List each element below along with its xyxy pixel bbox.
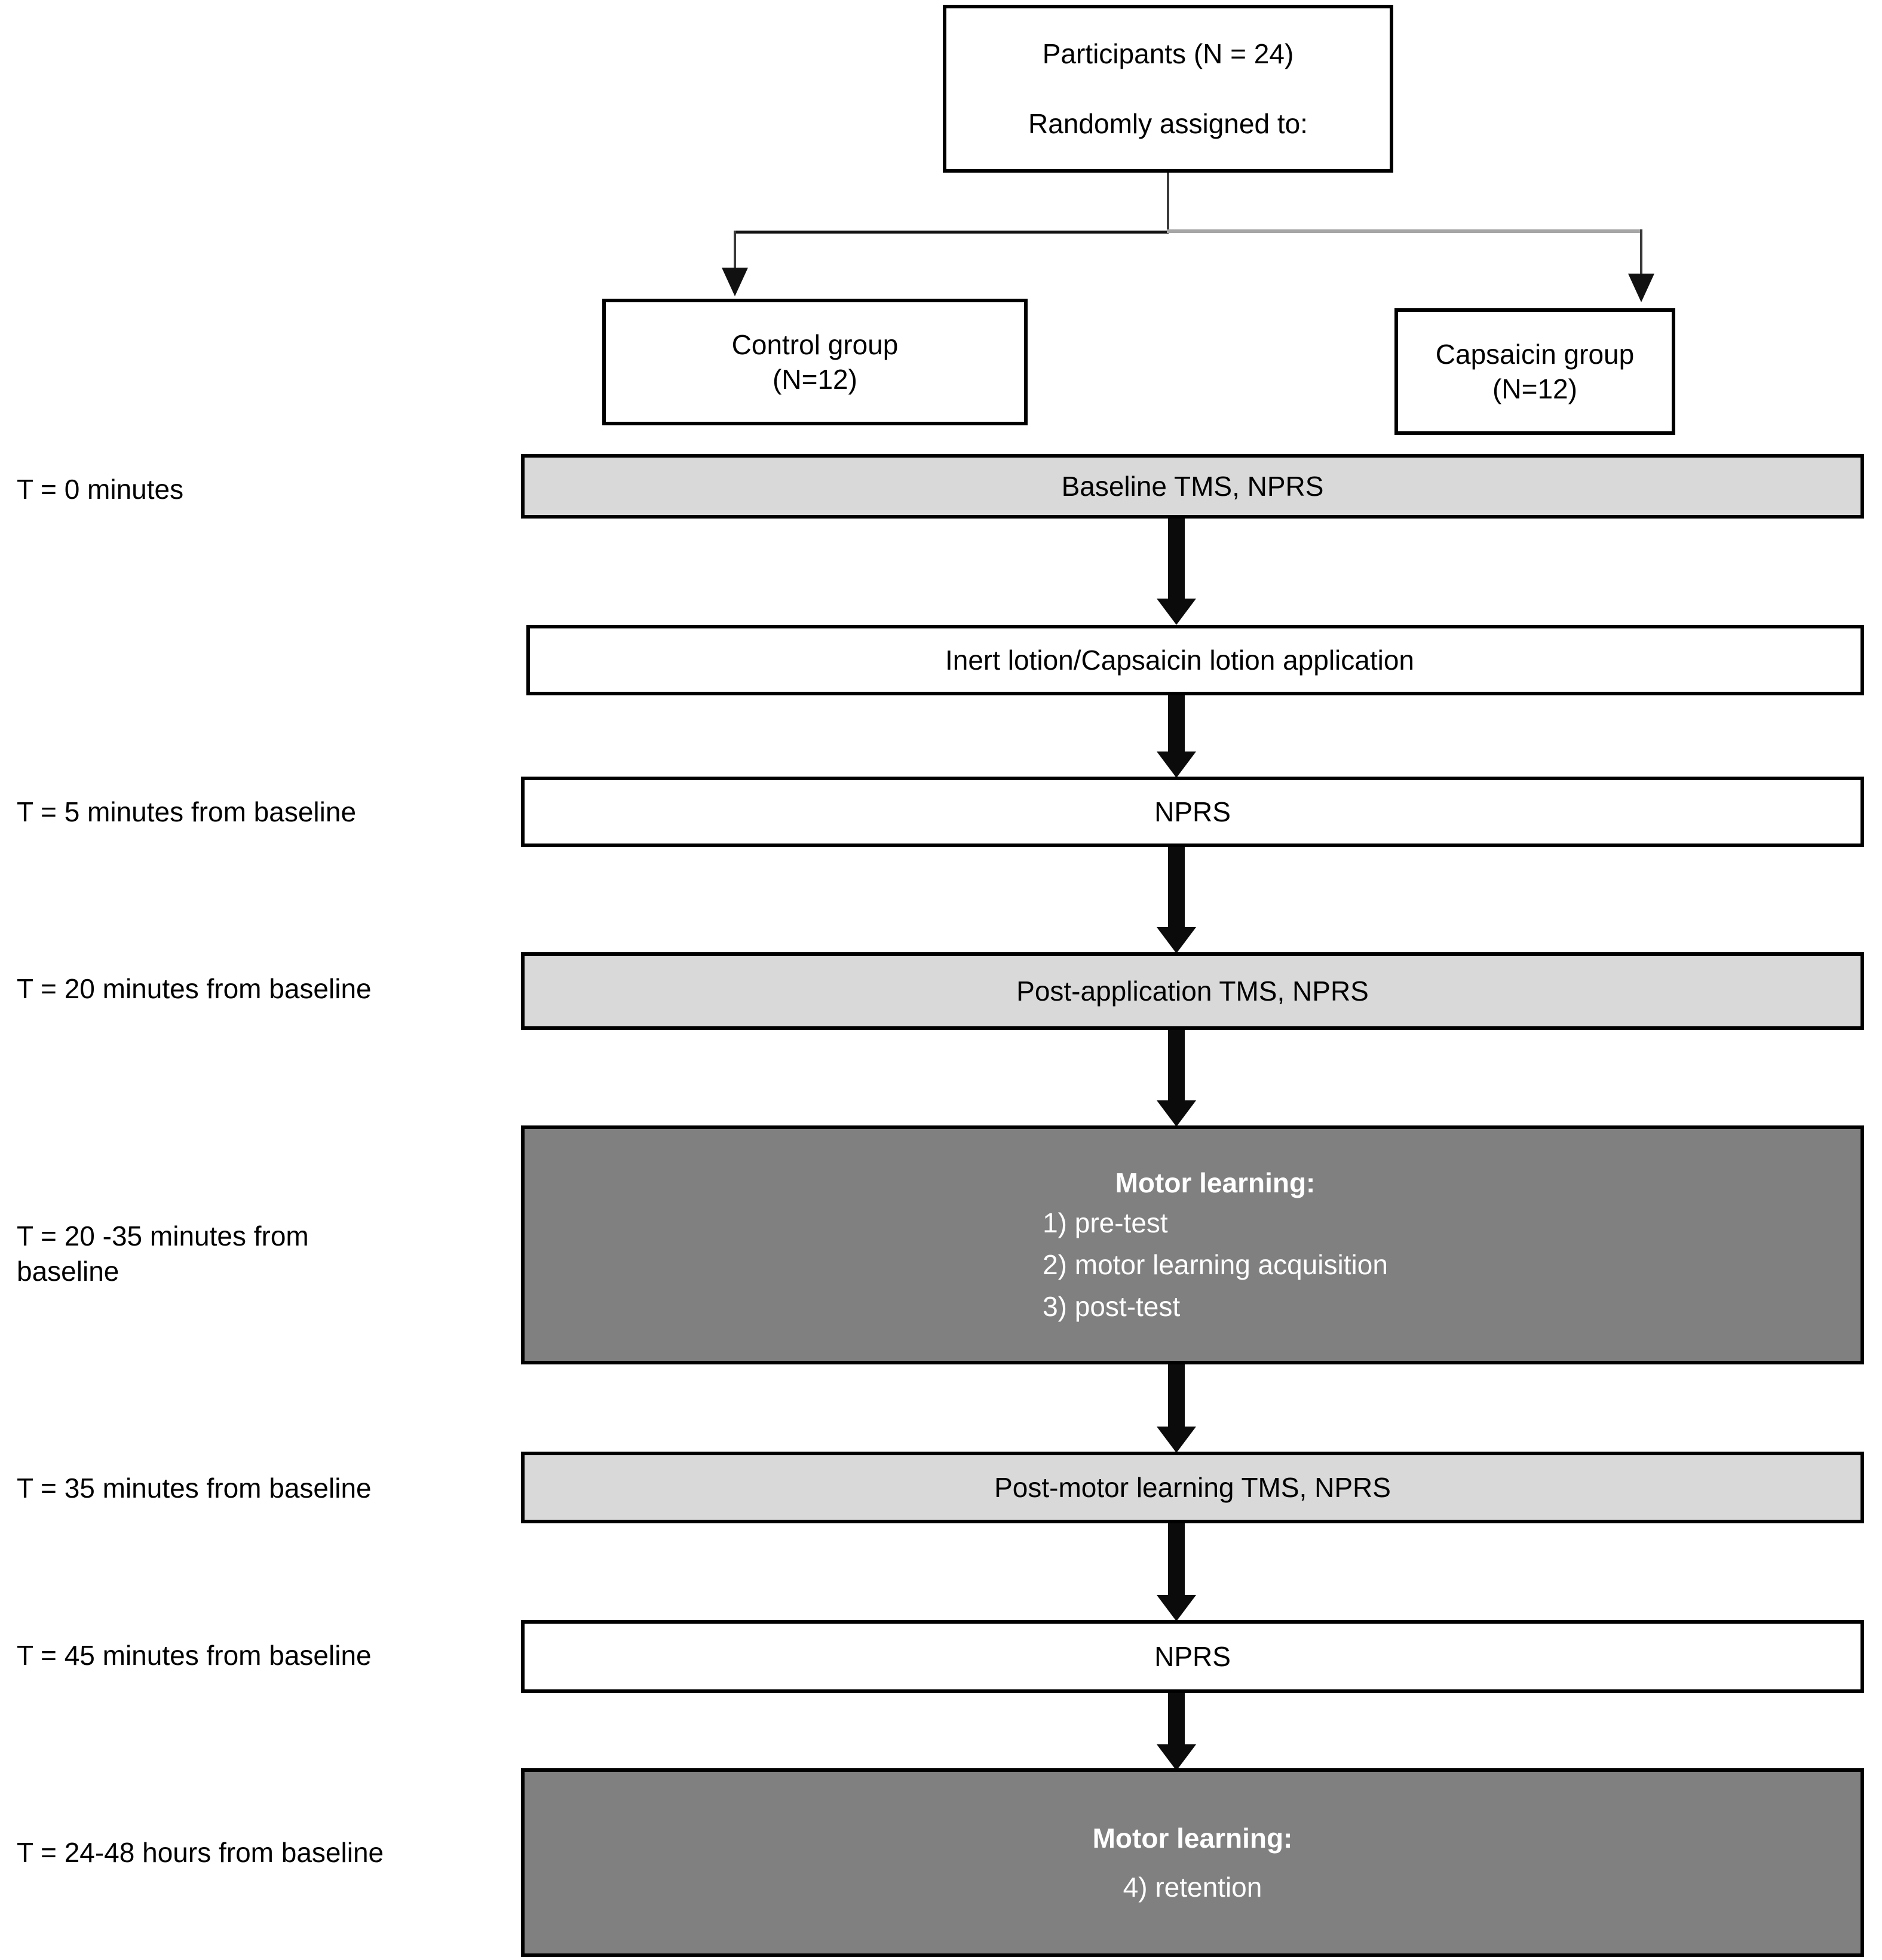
motor-learning-item: 4) retention [1123,1872,1262,1903]
arrow-lotion-to-nprs5-icon [1157,695,1196,778]
branch-horizontal-left [734,231,1169,234]
time-label-35-minutes: T = 35 minutes from baseline [17,1473,372,1504]
participants-box: Participants (N = 24) Randomly assigned … [943,5,1393,173]
motor-learning-item: 3) post-test [1043,1291,1181,1323]
stage-label-post-application: Post-application TMS, NPRS [1016,975,1369,1007]
stage-box-nprs-5min: NPRS [521,777,1864,847]
capsaicin-group-box: Capsaicin group (N=12) [1394,308,1675,435]
control-group-box: Control group (N=12) [602,299,1028,425]
branch-trunk-line [1167,173,1169,232]
stage-label-post-motor-learning: Post-motor learning TMS, NPRS [994,1471,1391,1503]
arrow-postapp-to-motor1-icon [1157,1030,1196,1127]
motor-learning-heading-2: Motor learning: [1092,1822,1293,1854]
capsaicin-group-name: Capsaicin group [1435,338,1635,370]
stage-box-nprs-45min: NPRS [521,1620,1864,1693]
branch-drop-right [1640,229,1642,289]
stage-box-post-application: Post-application TMS, NPRS [521,952,1864,1030]
stage-label-baseline: Baseline TMS, NPRS [1061,470,1324,502]
branch-arrowhead-right-icon [1628,274,1654,302]
time-label-20-minutes: T = 20 minutes from baseline [17,973,372,1004]
arrow-motor1-to-postmotor-icon [1157,1364,1196,1453]
branch-arrowhead-left-icon [722,268,748,296]
capsaicin-group-n: (N=12) [1492,373,1577,404]
time-label-0-minutes: T = 0 minutes [17,474,184,505]
stage-label-lotion-application: Inert lotion/Capsaicin lotion applicatio… [945,644,1415,676]
stage-label-nprs-45min: NPRS [1154,1640,1231,1672]
stage-label-nprs-5min: NPRS [1154,796,1231,827]
participants-assignment-line: Randomly assigned to: [1028,108,1308,139]
participants-count-line: Participants (N = 24) [1042,38,1294,70]
control-group-n: (N=12) [773,364,857,395]
time-label-24-48-hours: T = 24-48 hours from baseline [17,1837,384,1868]
stage-box-post-motor-learning: Post-motor learning TMS, NPRS [521,1452,1864,1523]
motor-learning-item-list-1: 1) pre-test 2) motor learning acquisitio… [1043,1208,1388,1321]
time-label-45-minutes: T = 45 minutes from baseline [17,1640,372,1671]
arrow-nprs45-to-motor2-icon [1157,1693,1196,1771]
time-label-20-35-minutes: T = 20 -35 minutes from baseline [17,1220,309,1287]
stage-box-lotion-application: Inert lotion/Capsaicin lotion applicatio… [526,625,1864,695]
branch-horizontal-right [1167,229,1642,233]
stage-box-motor-learning-retention: Motor learning: 4) retention [521,1768,1864,1957]
time-label-5-minutes: T = 5 minutes from baseline [17,796,357,827]
arrow-nprs5-to-postapp-icon [1157,847,1196,953]
stage-box-motor-learning-session1: Motor learning: 1) pre-test 2) motor lea… [521,1125,1864,1364]
motor-learning-heading-1: Motor learning: [1115,1167,1316,1199]
arrow-postmotor-to-nprs45-icon [1157,1523,1196,1621]
motor-learning-item: 2) motor learning acquisition [1043,1249,1388,1280]
branch-drop-left [734,231,736,283]
control-group-name: Control group [731,329,899,360]
motor-learning-item: 1) pre-test [1043,1207,1168,1238]
arrow-baseline-to-lotion-icon [1157,519,1196,625]
stage-box-baseline: Baseline TMS, NPRS [521,454,1864,519]
